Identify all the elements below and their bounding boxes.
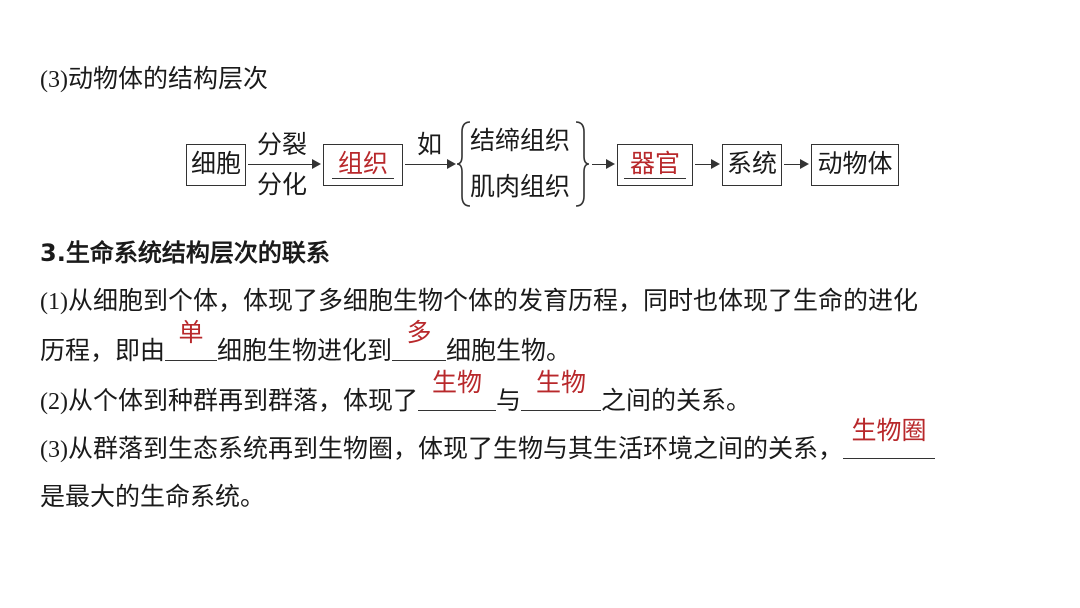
cell-box: 细胞 <box>186 144 246 186</box>
paragraph-2-text-c: 之间的关系。 <box>601 386 752 415</box>
answer-text: 生物 <box>431 368 482 397</box>
paragraph-3-line-1: (3)从群落到生态系统再到生物圈，体现了生物与其生活环境之间的关系， 生物圈 <box>40 416 935 467</box>
paragraph-1-text: 从细胞到个体，体现了多细胞生物个体的发育历程，同时也体现了生命的进化 <box>67 286 918 315</box>
section-title-text: 动物体的结构层次 <box>67 64 268 93</box>
arrow1-line <box>248 164 312 165</box>
answer-blank-1: 单 <box>165 318 218 361</box>
paragraph-1-text-a: 历程，即由 <box>40 336 166 365</box>
animal-box: 动物体 <box>811 144 899 186</box>
left-brace <box>456 121 471 207</box>
answer-blank-4: 生物 <box>521 368 602 411</box>
section-number: (3) <box>40 67 68 93</box>
system-box: 系统 <box>722 144 782 186</box>
arrow1-bottom-label: 分化 <box>257 170 308 199</box>
organ-box: 器官 <box>617 144 693 186</box>
tissue-type-connective: 结缔组织 <box>470 126 571 155</box>
paragraph-2-text-b: 与 <box>496 386 522 415</box>
arrow5-line <box>784 164 800 165</box>
paragraph-1-text-c: 细胞生物。 <box>446 336 572 365</box>
paragraph-2: (2)从个体到种群再到群落，体现了生物与生物之间的关系。 <box>40 368 752 419</box>
answer-blank-2: 多 <box>392 318 447 361</box>
tissue-box: 组织 <box>323 144 403 186</box>
paragraph-2-text-a: 从个体到种群再到群落，体现了 <box>67 386 418 415</box>
arrow1-head <box>312 159 321 169</box>
arrow4-line <box>695 164 711 165</box>
arrow2-head <box>447 159 456 169</box>
arrow2-label: 如 <box>417 130 443 159</box>
answer-text: 多 <box>406 318 432 347</box>
section-heading: 3.生命系统结构层次的联系 <box>40 239 330 267</box>
paragraph-3-line-2: 是最大的生命系统。 <box>40 482 266 511</box>
paragraph-1-number: (1) <box>40 289 68 315</box>
answer-blank-5: 生物圈 <box>843 416 935 459</box>
arrow3-head <box>606 159 615 169</box>
paragraph-2-number: (2) <box>40 389 68 415</box>
arrow4-head <box>711 159 720 169</box>
right-brace <box>575 121 590 207</box>
arrow1-top-label: 分裂 <box>257 130 308 159</box>
paragraph-3-number: (3) <box>40 437 68 463</box>
answer-blank-3: 生物 <box>418 368 496 411</box>
arrow2-line <box>405 164 447 165</box>
arrow3-line <box>592 164 606 165</box>
paragraph-3-text-a: 从群落到生态系统再到生物圈，体现了生物与其生活环境之间的关系， <box>67 434 843 463</box>
organ-answer: 器官 <box>623 149 686 179</box>
answer-text: 生物 <box>536 368 587 397</box>
paragraph-1-text-b: 细胞生物进化到 <box>217 336 393 365</box>
answer-text: 生物圈 <box>851 416 927 445</box>
answer-text: 单 <box>178 318 204 347</box>
paragraph-1-line-2: 历程，即由单细胞生物进化到多细胞生物。 <box>40 318 572 368</box>
tissue-type-muscle: 肌肉组织 <box>470 172 571 201</box>
arrow5-head <box>800 159 809 169</box>
section-title: (3)动物体的结构层次 <box>40 62 268 97</box>
tissue-answer: 组织 <box>331 149 394 179</box>
paragraph-1-line-1: (1)从细胞到个体，体现了多细胞生物个体的发育历程，同时也体现了生命的进化 <box>40 284 918 319</box>
